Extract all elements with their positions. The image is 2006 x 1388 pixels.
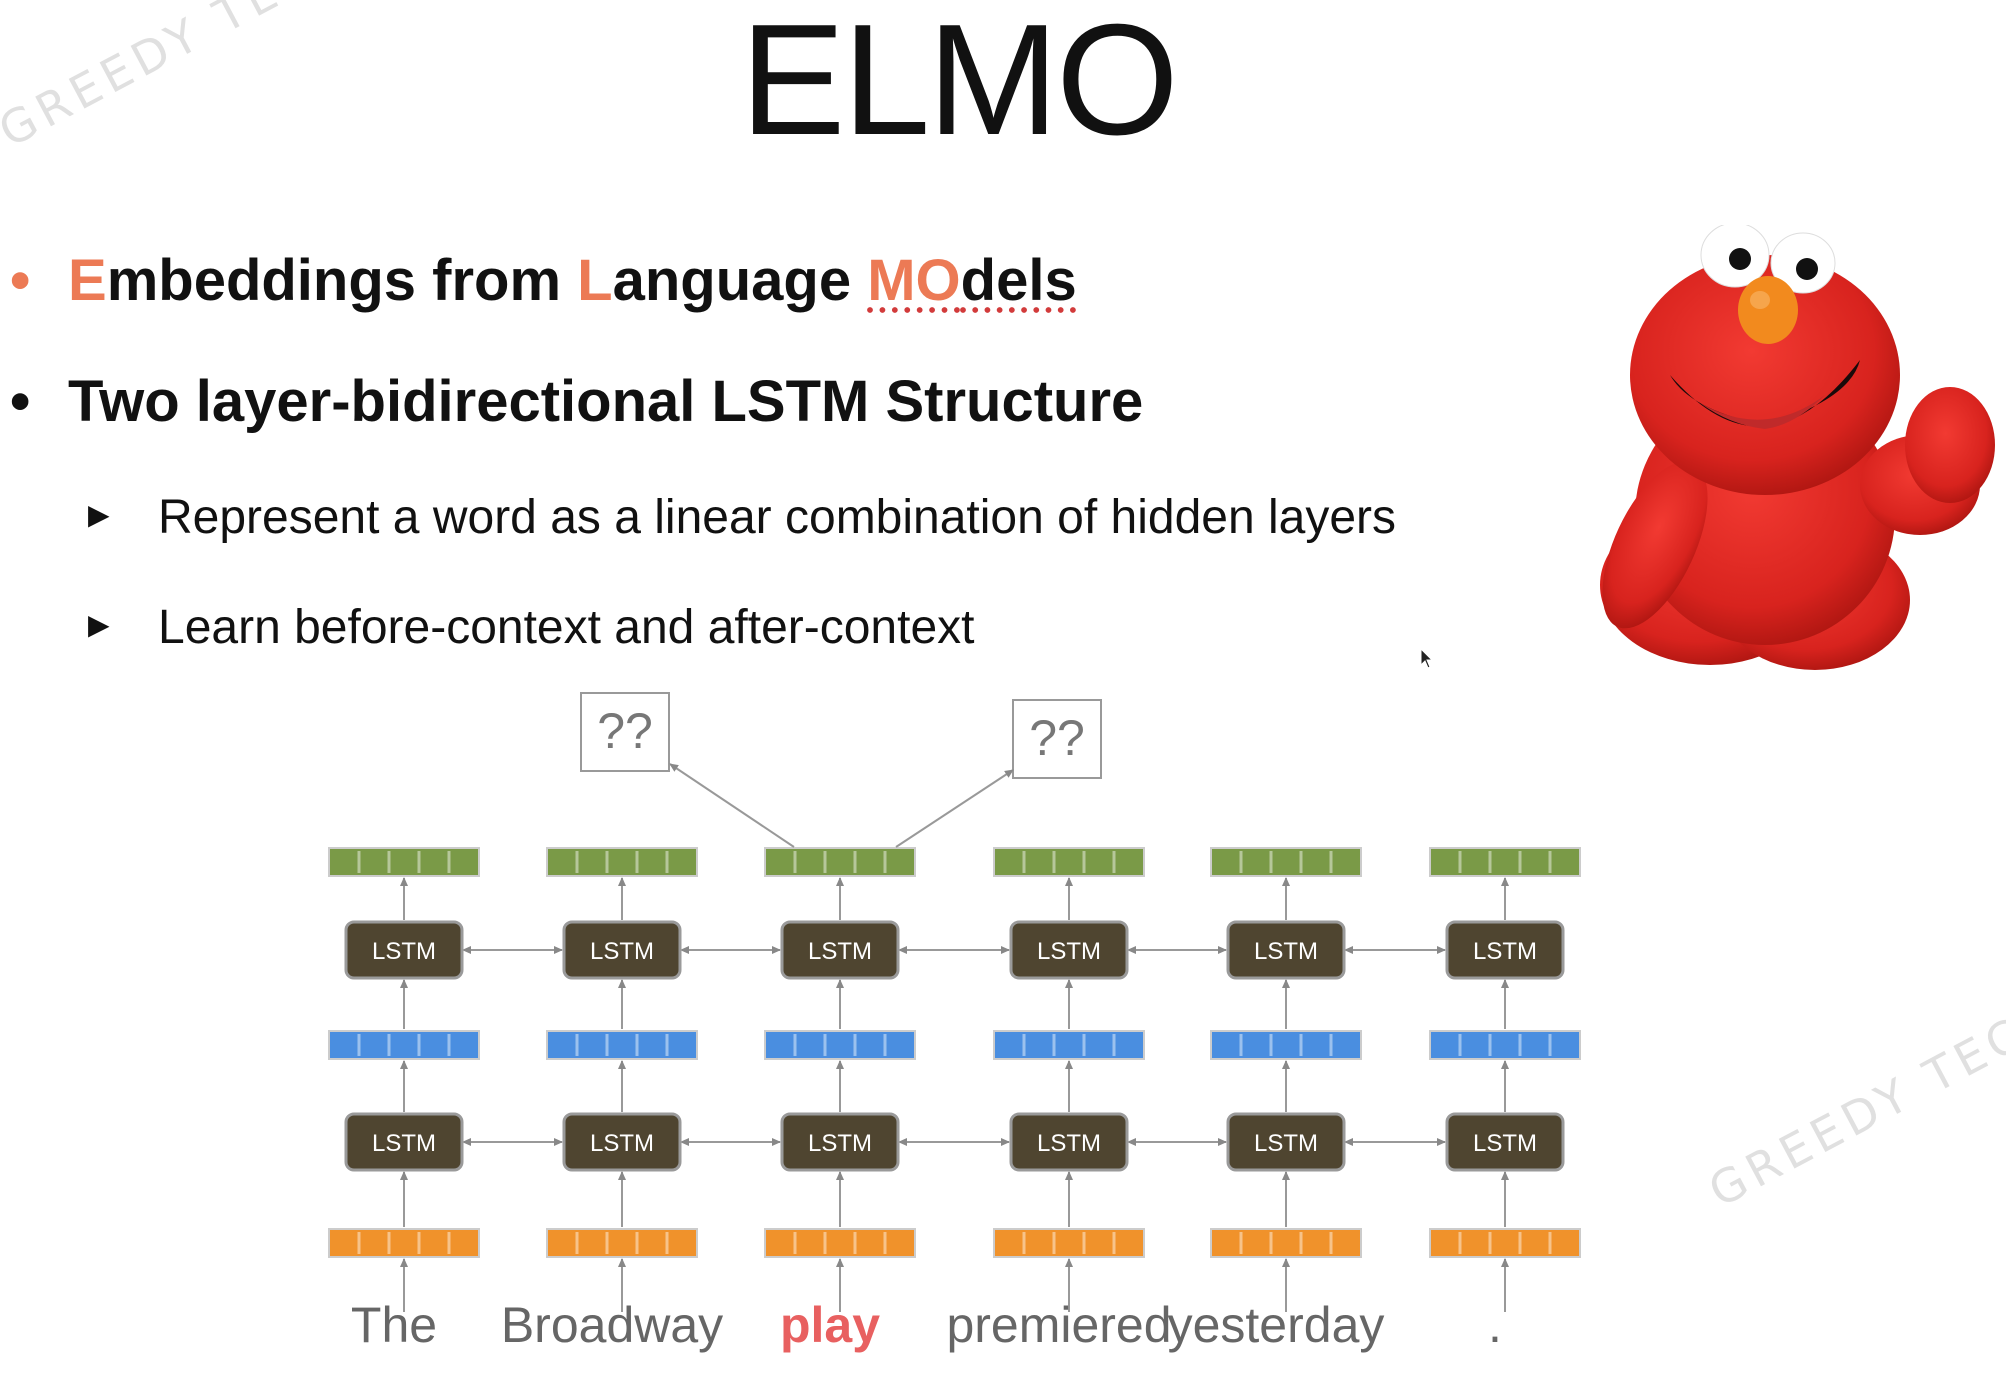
input-embedding-vector (764, 1228, 916, 1258)
hidden-state-vector (993, 1030, 1145, 1060)
lstm-cell-layer1 (1445, 1112, 1565, 1172)
sub-bullet-text: Represent a word as a linear combination… (158, 491, 1397, 544)
bullet-lstm-structure: • Two layer-bidirectional LSTM Structure (10, 368, 1143, 435)
slide-title: ELMO (740, 0, 1179, 168)
lstm-cell-layer1 (344, 1112, 464, 1172)
acronym-letter-e: E (68, 248, 107, 313)
to-left-prediction-arrow (669, 763, 795, 848)
mouse-cursor-icon (1420, 648, 1434, 669)
hidden-state-vector (764, 1030, 916, 1060)
sub-bullet-context: ▶ Learn before-context and after-context (88, 600, 975, 655)
elmo-plush-image (1600, 225, 1995, 670)
lstm-cell-layer2 (344, 920, 464, 980)
lstm-cell-layer2 (780, 920, 900, 980)
bullet-dot-icon: • (10, 369, 31, 434)
input-word: Broadway (501, 1297, 723, 1353)
hidden-state-vector (1210, 1030, 1362, 1060)
to-right-prediction-arrow (895, 769, 1014, 848)
sub-bullet-text: Learn before-context and after-context (158, 601, 975, 654)
hidden-state-vector (328, 1030, 480, 1060)
prediction-box (1012, 699, 1102, 779)
lstm-cell-layer2-label: LSTM (372, 938, 436, 965)
lstm-cell-layer1-label: LSTM (808, 1130, 872, 1157)
lstm-cell-layer2-label: LSTM (1254, 938, 1318, 965)
lstm-cell-layer2-label: LSTM (808, 938, 872, 965)
output-vector (1429, 847, 1581, 877)
lstm-cell-layer2 (1226, 920, 1346, 980)
acronym-letters-mo: MO (867, 248, 961, 313)
bullet-embeddings: • Embeddings from Language MOdels (10, 247, 1077, 314)
bullet-dot-icon: • (10, 248, 31, 313)
output-vector (993, 847, 1145, 877)
output-vector (546, 847, 698, 877)
lstm-cell-layer1 (562, 1112, 682, 1172)
input-embedding-vector (993, 1228, 1145, 1258)
hidden-state-vector (1429, 1030, 1581, 1060)
lstm-cell-layer1-label: LSTM (372, 1130, 436, 1157)
input-word: yesterday (1168, 1297, 1385, 1353)
acronym-letter-l: L (577, 248, 613, 313)
prediction-label: ?? (597, 703, 653, 759)
sub-bullet-linear-combination: ▶ Represent a word as a linear combinatio… (88, 490, 1396, 545)
lstm-cell-layer2-label: LSTM (1473, 938, 1537, 965)
lstm-cell-layer2-label: LSTM (590, 938, 654, 965)
lstm-cell-layer1 (1009, 1112, 1129, 1172)
output-vector (328, 847, 480, 877)
lstm-cell-layer1-label: LSTM (1254, 1130, 1318, 1157)
lstm-cell-layer2 (562, 920, 682, 980)
input-word: play (780, 1297, 880, 1353)
input-embedding-vector (1210, 1228, 1362, 1258)
input-word: . (1488, 1297, 1502, 1353)
lstm-cell-layer1-label: LSTM (1473, 1130, 1537, 1157)
triangle-bullet-icon: ▶ (88, 498, 110, 530)
lstm-cell-layer1-label: LSTM (1037, 1130, 1101, 1157)
output-vector (1210, 847, 1362, 877)
triangle-bullet-icon: ▶ (88, 608, 110, 640)
lstm-cell-layer1 (780, 1112, 900, 1172)
bullet-text-part: mbeddings from (106, 248, 578, 313)
input-embedding-vector (1429, 1228, 1581, 1258)
input-embedding-vector (546, 1228, 698, 1258)
input-word: The (351, 1297, 437, 1353)
input-word: premiered (946, 1297, 1171, 1353)
hidden-state-vector (546, 1030, 698, 1060)
prediction-box (580, 692, 670, 772)
lstm-cell-layer2 (1445, 920, 1565, 980)
lstm-cell-layer1-label: LSTM (590, 1130, 654, 1157)
input-embedding-vector (328, 1228, 480, 1258)
output-vector (764, 847, 916, 877)
prediction-label: ?? (1029, 710, 1085, 766)
bullet-text-part: anguage (612, 248, 868, 313)
lstm-cell-layer2 (1009, 920, 1129, 980)
lstm-cell-layer1 (1226, 1112, 1346, 1172)
bullet-text: Two layer-bidirectional LSTM Structure (68, 369, 1144, 434)
lstm-cell-layer2-label: LSTM (1037, 938, 1101, 965)
bullet-text-part: dels (960, 248, 1077, 313)
